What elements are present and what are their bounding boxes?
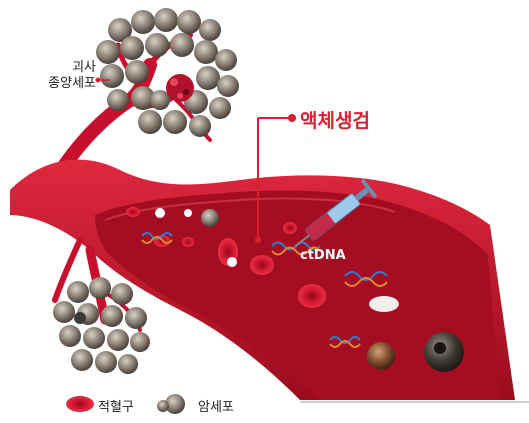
red-blood-cell <box>250 255 274 275</box>
necrotic-tumor-label: 괴사 종양세포 <box>4 60 96 92</box>
necrotic-tumor-callout <box>95 77 110 83</box>
liquid-biopsy-callout <box>255 114 296 243</box>
red-blood-cell-icon <box>66 396 94 412</box>
legend-cancer-cell-label: 암세포 <box>198 400 234 415</box>
necrotic-tumor-line1: 괴사 <box>72 60 96 75</box>
legend-icons <box>66 394 185 414</box>
red-blood-cell <box>283 222 297 234</box>
lower-tumor-cluster <box>53 277 150 374</box>
legend-rbc-label: 적혈구 <box>98 400 134 415</box>
dna-fragments <box>141 232 388 348</box>
red-blood-cell <box>298 284 326 308</box>
red-blood-cell <box>182 237 194 247</box>
cancer-cell-icon <box>165 394 185 414</box>
necrotic-tumor-line2: 종양세포 <box>48 76 96 91</box>
red-blood-cell <box>126 207 140 217</box>
liquid-biopsy-label: 액체생검 <box>300 110 370 132</box>
ctdna-label: ctDNA <box>300 248 346 263</box>
upper-tumor-cluster <box>96 8 239 137</box>
necrotic-core <box>166 74 194 102</box>
syringe-icon <box>294 178 378 248</box>
